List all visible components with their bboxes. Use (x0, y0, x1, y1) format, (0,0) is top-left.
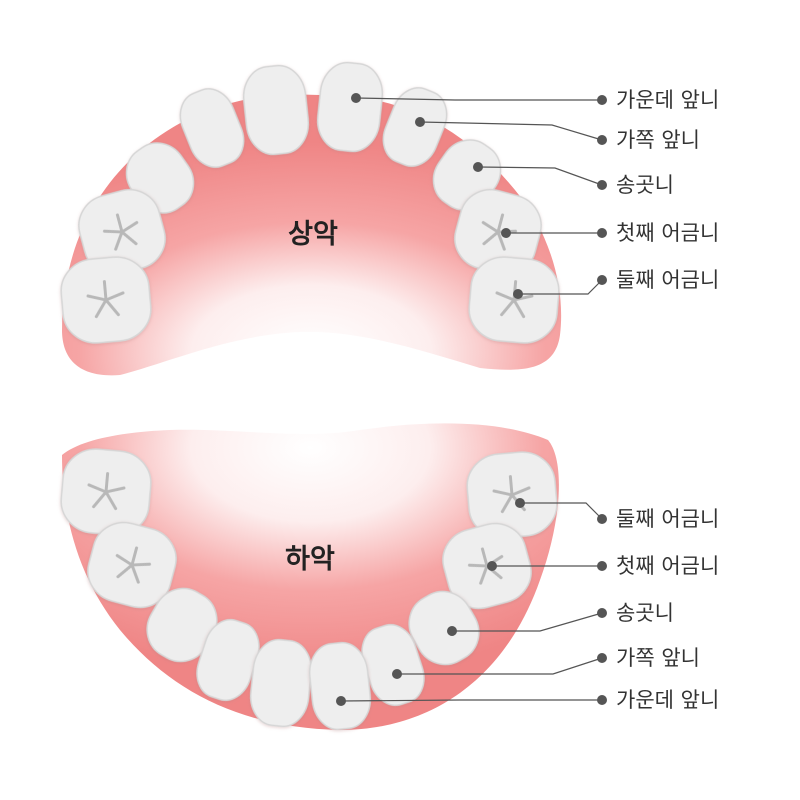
upper-callout-5: 둘째 어금니 (513, 268, 719, 299)
upper-leader-line-5 (518, 279, 603, 295)
upper-tooth-incisor-4 (382, 87, 448, 167)
upper-leader-line-2 (419, 121, 603, 141)
upper-leader-line-3 (477, 166, 603, 186)
lower-jaw: 하악 (60, 423, 559, 731)
lower-tooth-molar-3 (87, 521, 177, 609)
upper-leader-dot-end-4 (597, 228, 607, 238)
upper-callout-4: 첫째 어금니 (501, 221, 719, 245)
upper-jaw: 상악 (60, 61, 562, 376)
upper-callout-label-4: 첫째 어금니 (616, 221, 719, 245)
upper-callout-label-3: 송곳니 (616, 173, 674, 197)
lower-tooth-canine-6 (408, 590, 480, 666)
lower-leader-dot-start-5 (336, 696, 346, 706)
upper-tooth-incisor-1 (242, 64, 310, 156)
lower-leader-dot-start-3 (447, 626, 457, 636)
upper-leader-dot-start-5 (513, 289, 523, 299)
upper-teeth (60, 61, 560, 344)
lower-leader-dot-end-2 (597, 561, 607, 571)
upper-leader-dot-start-3 (473, 162, 483, 172)
lower-tooth-molar-1 (60, 448, 152, 536)
lower-leader-line-1 (520, 502, 603, 520)
lower-leader-dot-start-1 (515, 498, 525, 508)
lower-leader-dot-end-5 (597, 695, 607, 705)
upper-leader-line-1 (355, 97, 602, 101)
lower-leader-dot-start-2 (487, 561, 497, 571)
lower-callout-label-2: 첫째 어금니 (616, 554, 719, 578)
upper-tooth-molar-7 (78, 188, 166, 276)
upper-callout-2: 가쪽 앞니 (415, 117, 700, 152)
upper-leader-dot-start-2 (415, 117, 425, 127)
lower-jaw-title: 하악 (285, 544, 335, 575)
lower-callout-label-5: 가운데 앞니 (616, 688, 719, 712)
upper-leader-dot-start-1 (351, 93, 361, 103)
upper-jaw-title: 상악 (288, 219, 338, 250)
upper-callout-label-1: 가운데 앞니 (616, 88, 719, 112)
lower-callout-3: 송곳니 (447, 601, 674, 636)
lower-leader-dot-end-4 (597, 653, 607, 663)
lower-leader-line-3 (452, 612, 603, 632)
upper-callout-label-5: 둘째 어금니 (616, 268, 719, 292)
lower-tooth-incisor-9 (249, 638, 313, 728)
upper-leader-dot-end-2 (597, 135, 607, 145)
upper-tooth-incisor-3 (179, 88, 245, 168)
lower-leader-dot-start-4 (392, 669, 402, 679)
lower-callout-2: 첫째 어금니 (487, 554, 719, 578)
upper-callout-3: 송곳니 (473, 162, 674, 197)
lower-callout-label-1: 둘째 어금니 (616, 507, 719, 531)
upper-leader-dot-end-3 (597, 180, 607, 190)
lower-callout-5: 가운데 앞니 (336, 688, 719, 712)
upper-tooth-molar-10 (468, 256, 560, 344)
upper-callout-label-2: 가쪽 앞니 (616, 128, 700, 152)
lower-callout-1: 둘째 어금니 (515, 498, 719, 531)
lower-tooth-incisor-10 (308, 641, 372, 731)
lower-callout-4: 가쪽 앞니 (392, 646, 700, 679)
lower-leader-line-4 (397, 657, 603, 675)
upper-leader-dot-end-5 (597, 275, 607, 285)
lower-leader-dot-end-1 (597, 514, 607, 524)
upper-callout-1: 가운데 앞니 (351, 88, 719, 112)
lower-leader-line-5 (340, 699, 602, 702)
lower-teeth (60, 448, 558, 731)
lower-leader-dot-end-3 (597, 608, 607, 618)
lower-callout-label-3: 송곳니 (616, 601, 674, 625)
upper-tooth-molar-9 (60, 256, 152, 344)
upper-leader-dot-start-4 (501, 228, 511, 238)
upper-leader-dot-end-1 (597, 95, 607, 105)
upper-tooth-incisor-2 (316, 61, 384, 153)
lower-callout-label-4: 가쪽 앞니 (616, 646, 700, 670)
